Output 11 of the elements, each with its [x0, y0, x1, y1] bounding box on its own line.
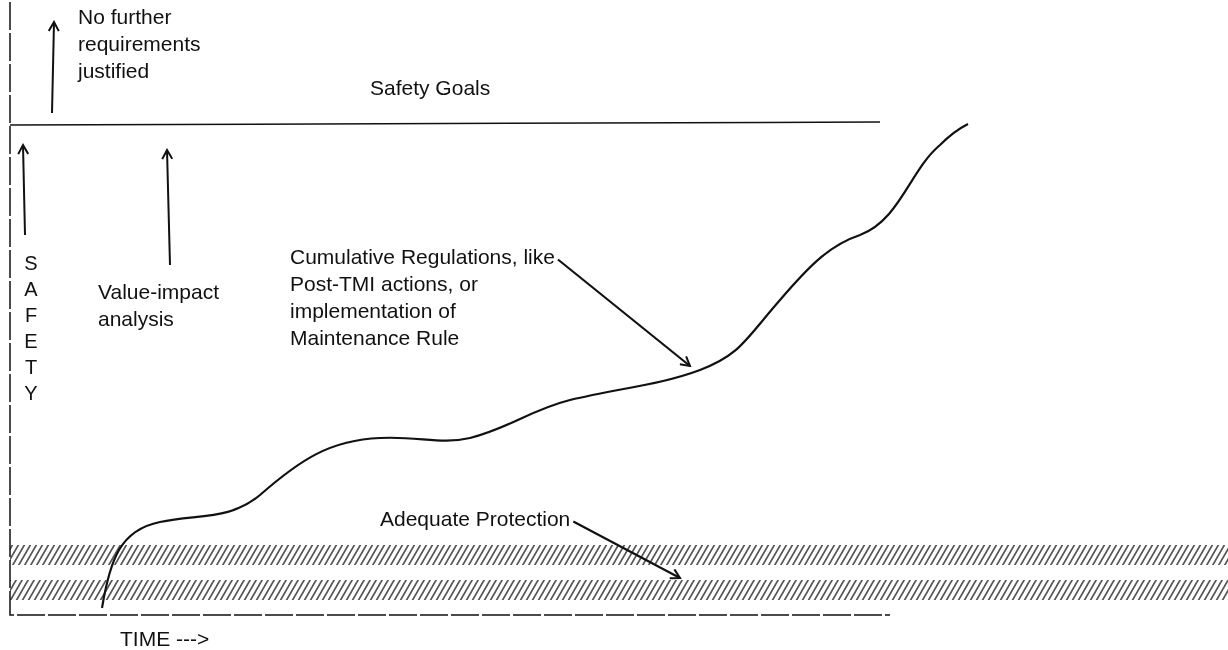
line-label: Safety Goals [370, 75, 492, 101]
axis-label: SAFETY [19, 252, 43, 408]
leader-arrow [557, 258, 691, 367]
annotation-text: Adequate Protection [380, 505, 571, 532]
leader-arrow [572, 520, 681, 580]
note-text: No further requirements justified [78, 4, 202, 84]
note-text: Value-impact analysis [98, 279, 220, 332]
safety-curve [100, 123, 969, 609]
hatched-band [10, 545, 1228, 600]
axis-label: TIME ---> [120, 626, 211, 650]
annotation-text: Cumulative Regulations, like Post-TMI actions, or implementation of Maintenance Rule [290, 243, 580, 351]
